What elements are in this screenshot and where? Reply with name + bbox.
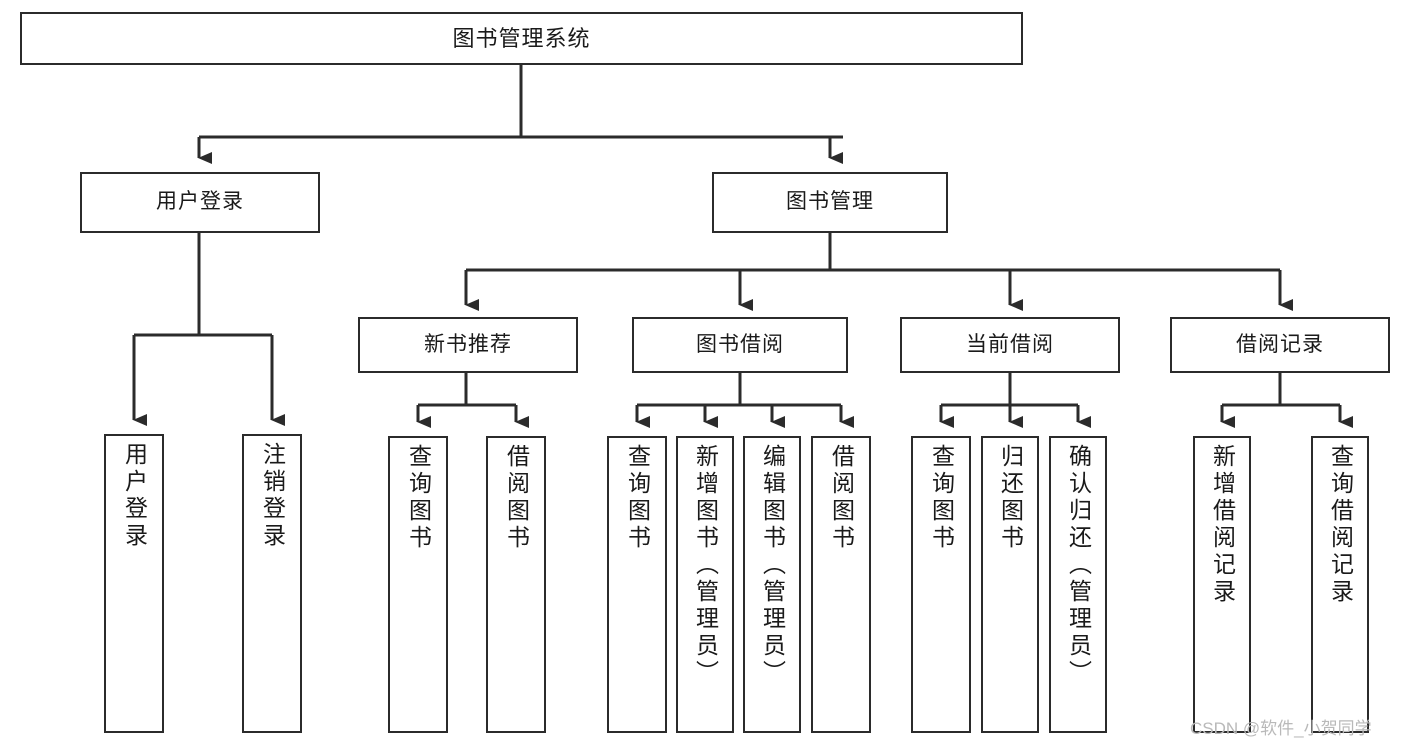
node-label: 新增借阅记录 bbox=[1209, 444, 1236, 606]
node-label: 图书管理系统 bbox=[452, 25, 591, 51]
leaf-user-login-login[interactable]: 用户登录 bbox=[104, 434, 164, 733]
node-current-borrow[interactable]: 当前借阅 bbox=[900, 317, 1120, 373]
leaf-new-book-borrow-book[interactable]: 借阅图书 bbox=[486, 436, 546, 733]
leaf-new-book-query-book[interactable]: 查询图书 bbox=[388, 436, 448, 733]
leaf-current-borrow-confirm-return[interactable]: 确认归还（管理员） bbox=[1049, 436, 1107, 733]
node-label: 查询图书 bbox=[405, 444, 432, 552]
leaf-current-borrow-query-book[interactable]: 查询图书 bbox=[911, 436, 971, 733]
node-label: 当前借阅 bbox=[966, 332, 1054, 356]
node-label: 查询图书 bbox=[624, 444, 651, 552]
node-label: 确认归还（管理员） bbox=[1065, 444, 1092, 687]
leaf-borrow-record-add-record[interactable]: 新增借阅记录 bbox=[1193, 436, 1251, 733]
node-book-management-system[interactable]: 图书管理系统 bbox=[20, 12, 1023, 65]
node-book-management[interactable]: 图书管理 bbox=[712, 172, 948, 233]
node-label: 查询图书 bbox=[928, 444, 955, 552]
leaf-book-borrow-borrow-book[interactable]: 借阅图书 bbox=[811, 436, 871, 733]
node-label: 用户登录 bbox=[121, 442, 148, 550]
node-label: 借阅图书 bbox=[503, 444, 530, 552]
node-label: 编辑图书（管理员） bbox=[759, 444, 786, 687]
node-label: 用户登录 bbox=[156, 190, 244, 214]
node-label: 新书推荐 bbox=[424, 332, 512, 356]
node-label: 新增图书（管理员） bbox=[692, 444, 719, 687]
leaf-book-borrow-query-book[interactable]: 查询图书 bbox=[607, 436, 667, 733]
node-label: 图书管理 bbox=[786, 190, 874, 214]
leaf-book-borrow-edit-book[interactable]: 编辑图书（管理员） bbox=[743, 436, 801, 733]
node-label: 归还图书 bbox=[997, 444, 1024, 552]
leaf-book-borrow-add-book[interactable]: 新增图书（管理员） bbox=[676, 436, 734, 733]
node-label: 图书借阅 bbox=[696, 332, 784, 356]
watermark: CSDN @软件_小贺同学 bbox=[1190, 719, 1372, 738]
node-borrow-record[interactable]: 借阅记录 bbox=[1170, 317, 1390, 373]
leaf-borrow-record-query-record[interactable]: 查询借阅记录 bbox=[1311, 436, 1369, 733]
node-new-book-recommend[interactable]: 新书推荐 bbox=[358, 317, 578, 373]
node-book-borrow[interactable]: 图书借阅 bbox=[632, 317, 848, 373]
node-label: 借阅记录 bbox=[1236, 332, 1324, 356]
node-label: 借阅图书 bbox=[828, 444, 855, 552]
node-label: 查询借阅记录 bbox=[1327, 444, 1354, 606]
node-label: 注销登录 bbox=[259, 442, 286, 550]
leaf-user-login-logout[interactable]: 注销登录 bbox=[242, 434, 302, 733]
leaf-current-borrow-return-book[interactable]: 归还图书 bbox=[981, 436, 1039, 733]
node-user-login[interactable]: 用户登录 bbox=[80, 172, 320, 233]
